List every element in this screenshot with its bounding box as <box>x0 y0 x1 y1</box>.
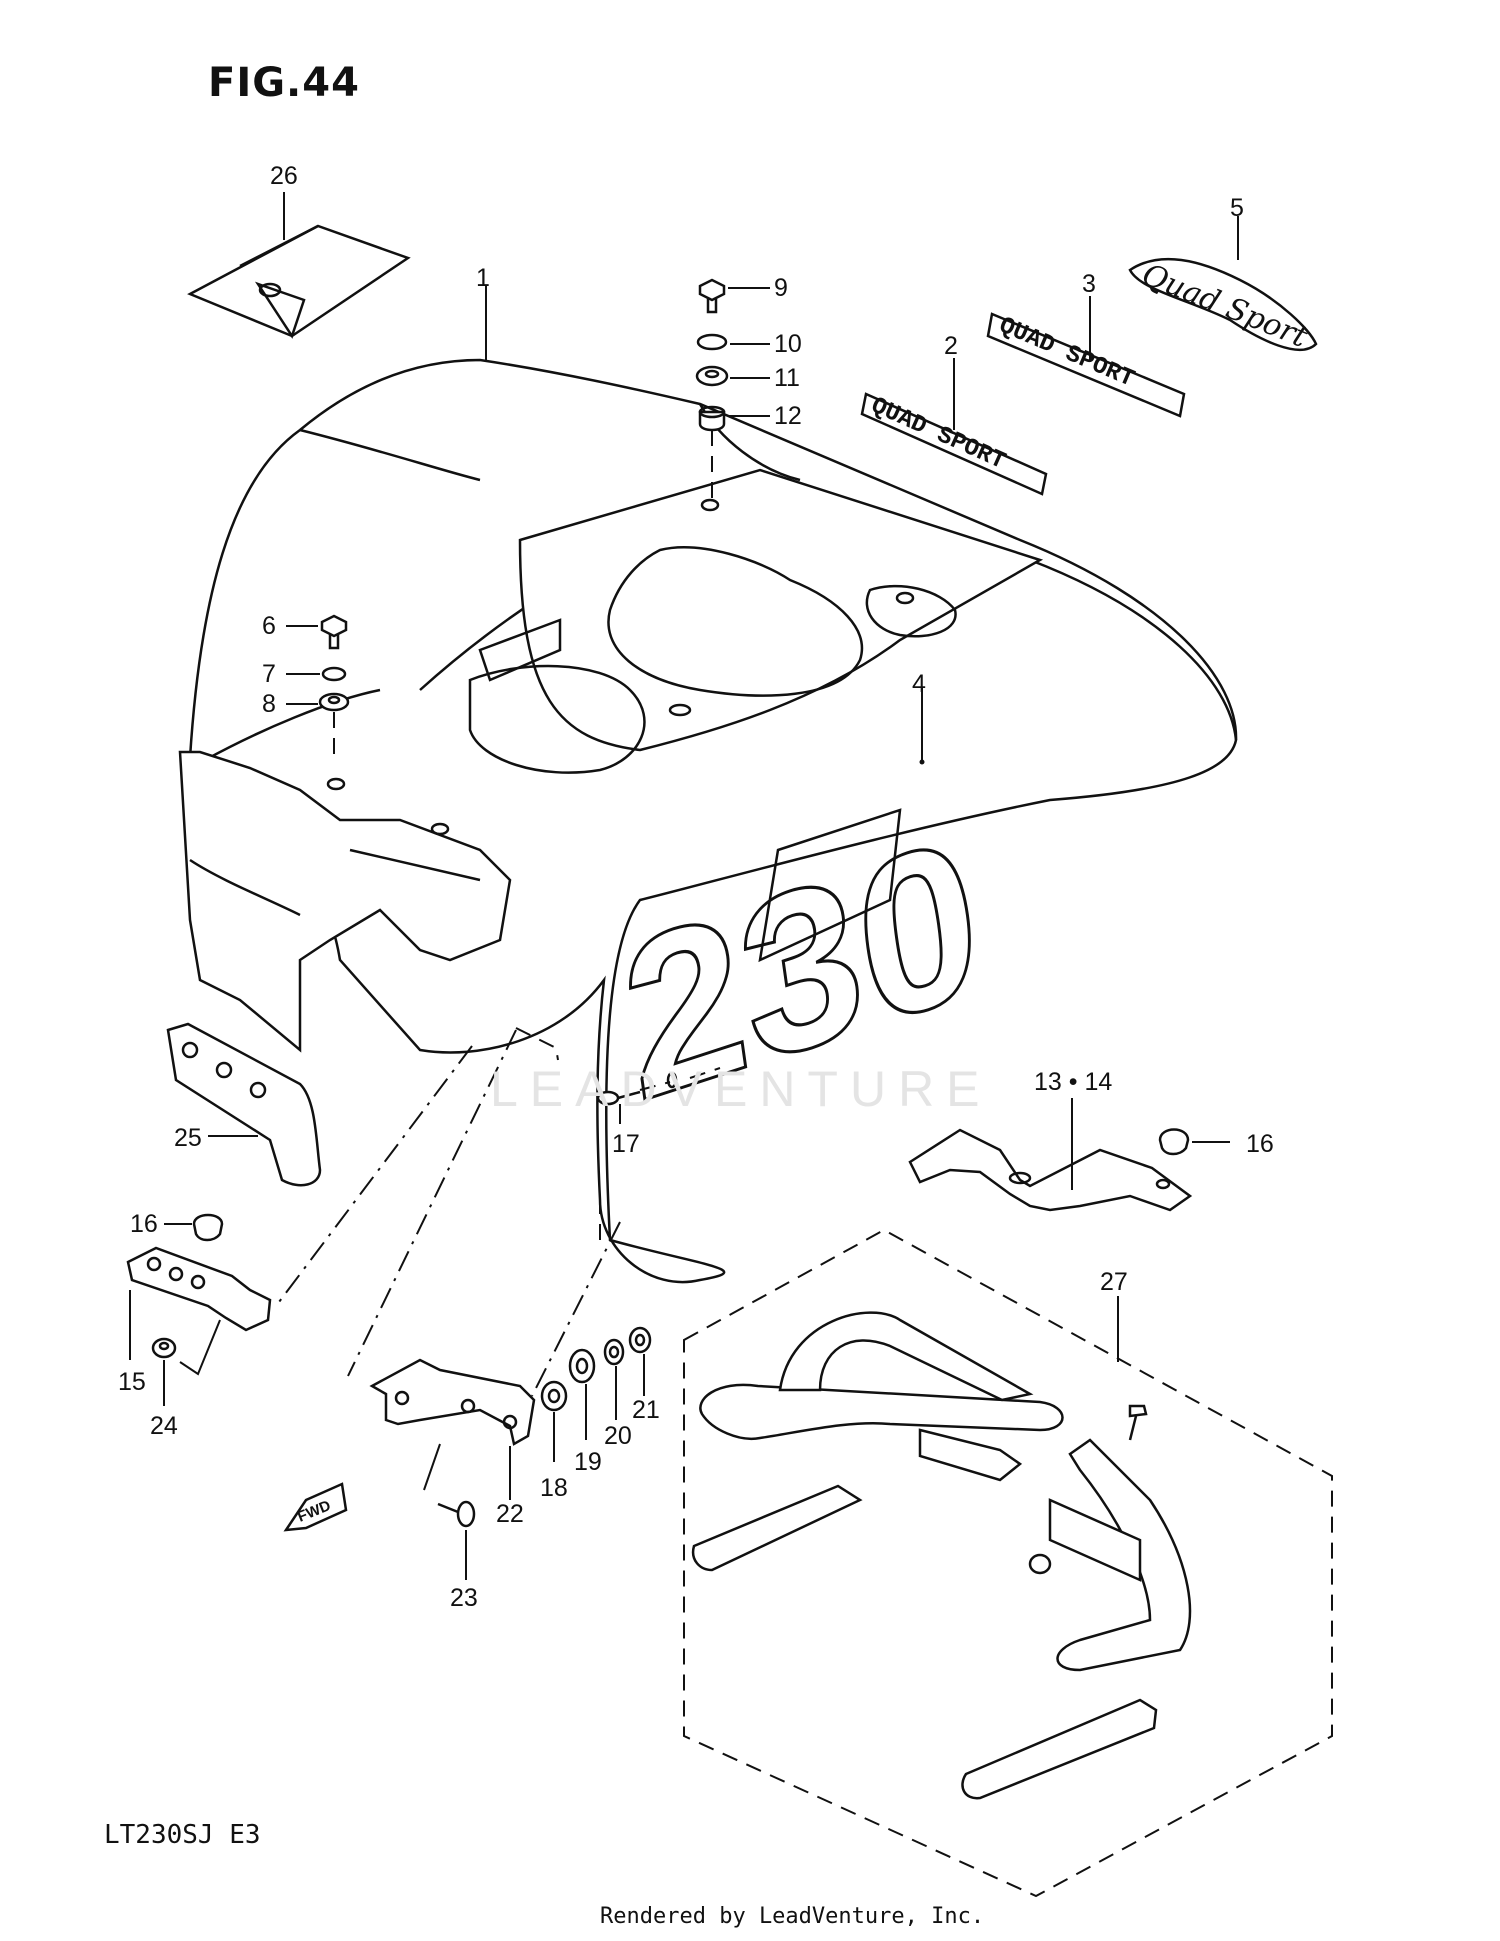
callout-18: 18 <box>540 1474 568 1502</box>
watermark: LEADVENTURE <box>490 1061 992 1117</box>
fwd-arrow-icon: FWD <box>283 1482 348 1532</box>
callout-1: 1 <box>476 264 490 292</box>
figure-title: FIG.44 <box>208 60 360 106</box>
callout-5: 5 <box>1230 194 1244 222</box>
callout-12: 12 <box>774 402 802 430</box>
part-16-cap-left <box>164 1213 224 1242</box>
part-1-rear-fender <box>178 286 1238 1284</box>
part-13-14-bracket <box>908 1098 1193 1212</box>
callout-23: 23 <box>450 1584 478 1612</box>
callout-24: 24 <box>150 1412 178 1440</box>
part-16-cap-right <box>1158 1128 1230 1156</box>
callouts: 1 2 3 4 5 6 7 8 9 10 11 12 13 • 14 15 16… <box>118 162 1274 1612</box>
callout-17: 17 <box>612 1130 640 1158</box>
callout-3: 3 <box>1082 270 1096 298</box>
footer-credit: Rendered by LeadVenture, Inc. <box>600 1904 985 1929</box>
hardware-9-12 <box>695 278 770 504</box>
part-2-decal: QUAD SPORT <box>860 358 1048 496</box>
part-5-decal: Quad Sport <box>1128 216 1318 355</box>
callout-8: 8 <box>262 690 276 718</box>
callout-9: 9 <box>774 274 788 302</box>
callout-19: 19 <box>574 1448 602 1476</box>
callout-22: 22 <box>496 1500 524 1528</box>
part-26-cover <box>187 192 411 339</box>
part-23-screw <box>423 1443 476 1580</box>
part-15-bracket <box>126 1246 272 1360</box>
part-17-screw <box>596 1067 721 1124</box>
callout-15: 15 <box>118 1368 146 1396</box>
callout-25: 25 <box>174 1124 202 1152</box>
part-27-kit <box>683 1228 1333 1898</box>
callout-7: 7 <box>262 660 276 688</box>
callout-11: 11 <box>774 364 800 392</box>
callout-16-left: 16 <box>130 1210 158 1238</box>
hardware-18-21 <box>540 1326 652 1462</box>
assembly-lines <box>275 1027 621 1397</box>
part-22-bracket <box>369 1358 536 1500</box>
part-3-decal: QUAD SPORT <box>986 296 1186 418</box>
part-24-nut <box>151 1319 221 1406</box>
part-25-bracket <box>166 1022 322 1187</box>
callout-2: 2 <box>944 332 958 360</box>
callout-6: 6 <box>262 612 276 640</box>
model-code: LT230SJ E3 <box>104 1820 261 1850</box>
callout-21: 21 <box>632 1396 660 1424</box>
callout-16-right: 16 <box>1246 1130 1274 1158</box>
callout-26: 26 <box>270 162 298 190</box>
callout-13-14: 13 • 14 <box>1034 1068 1112 1096</box>
hardware-6-8 <box>286 614 350 760</box>
callout-10: 10 <box>774 330 802 358</box>
callout-27: 27 <box>1100 1268 1128 1296</box>
callout-4: 4 <box>912 670 926 698</box>
svg-text:QUAD SPORT: QUAD SPORT <box>867 393 1010 476</box>
callout-20: 20 <box>604 1422 632 1450</box>
svg-text:QUAD SPORT: QUAD SPORT <box>995 313 1138 394</box>
